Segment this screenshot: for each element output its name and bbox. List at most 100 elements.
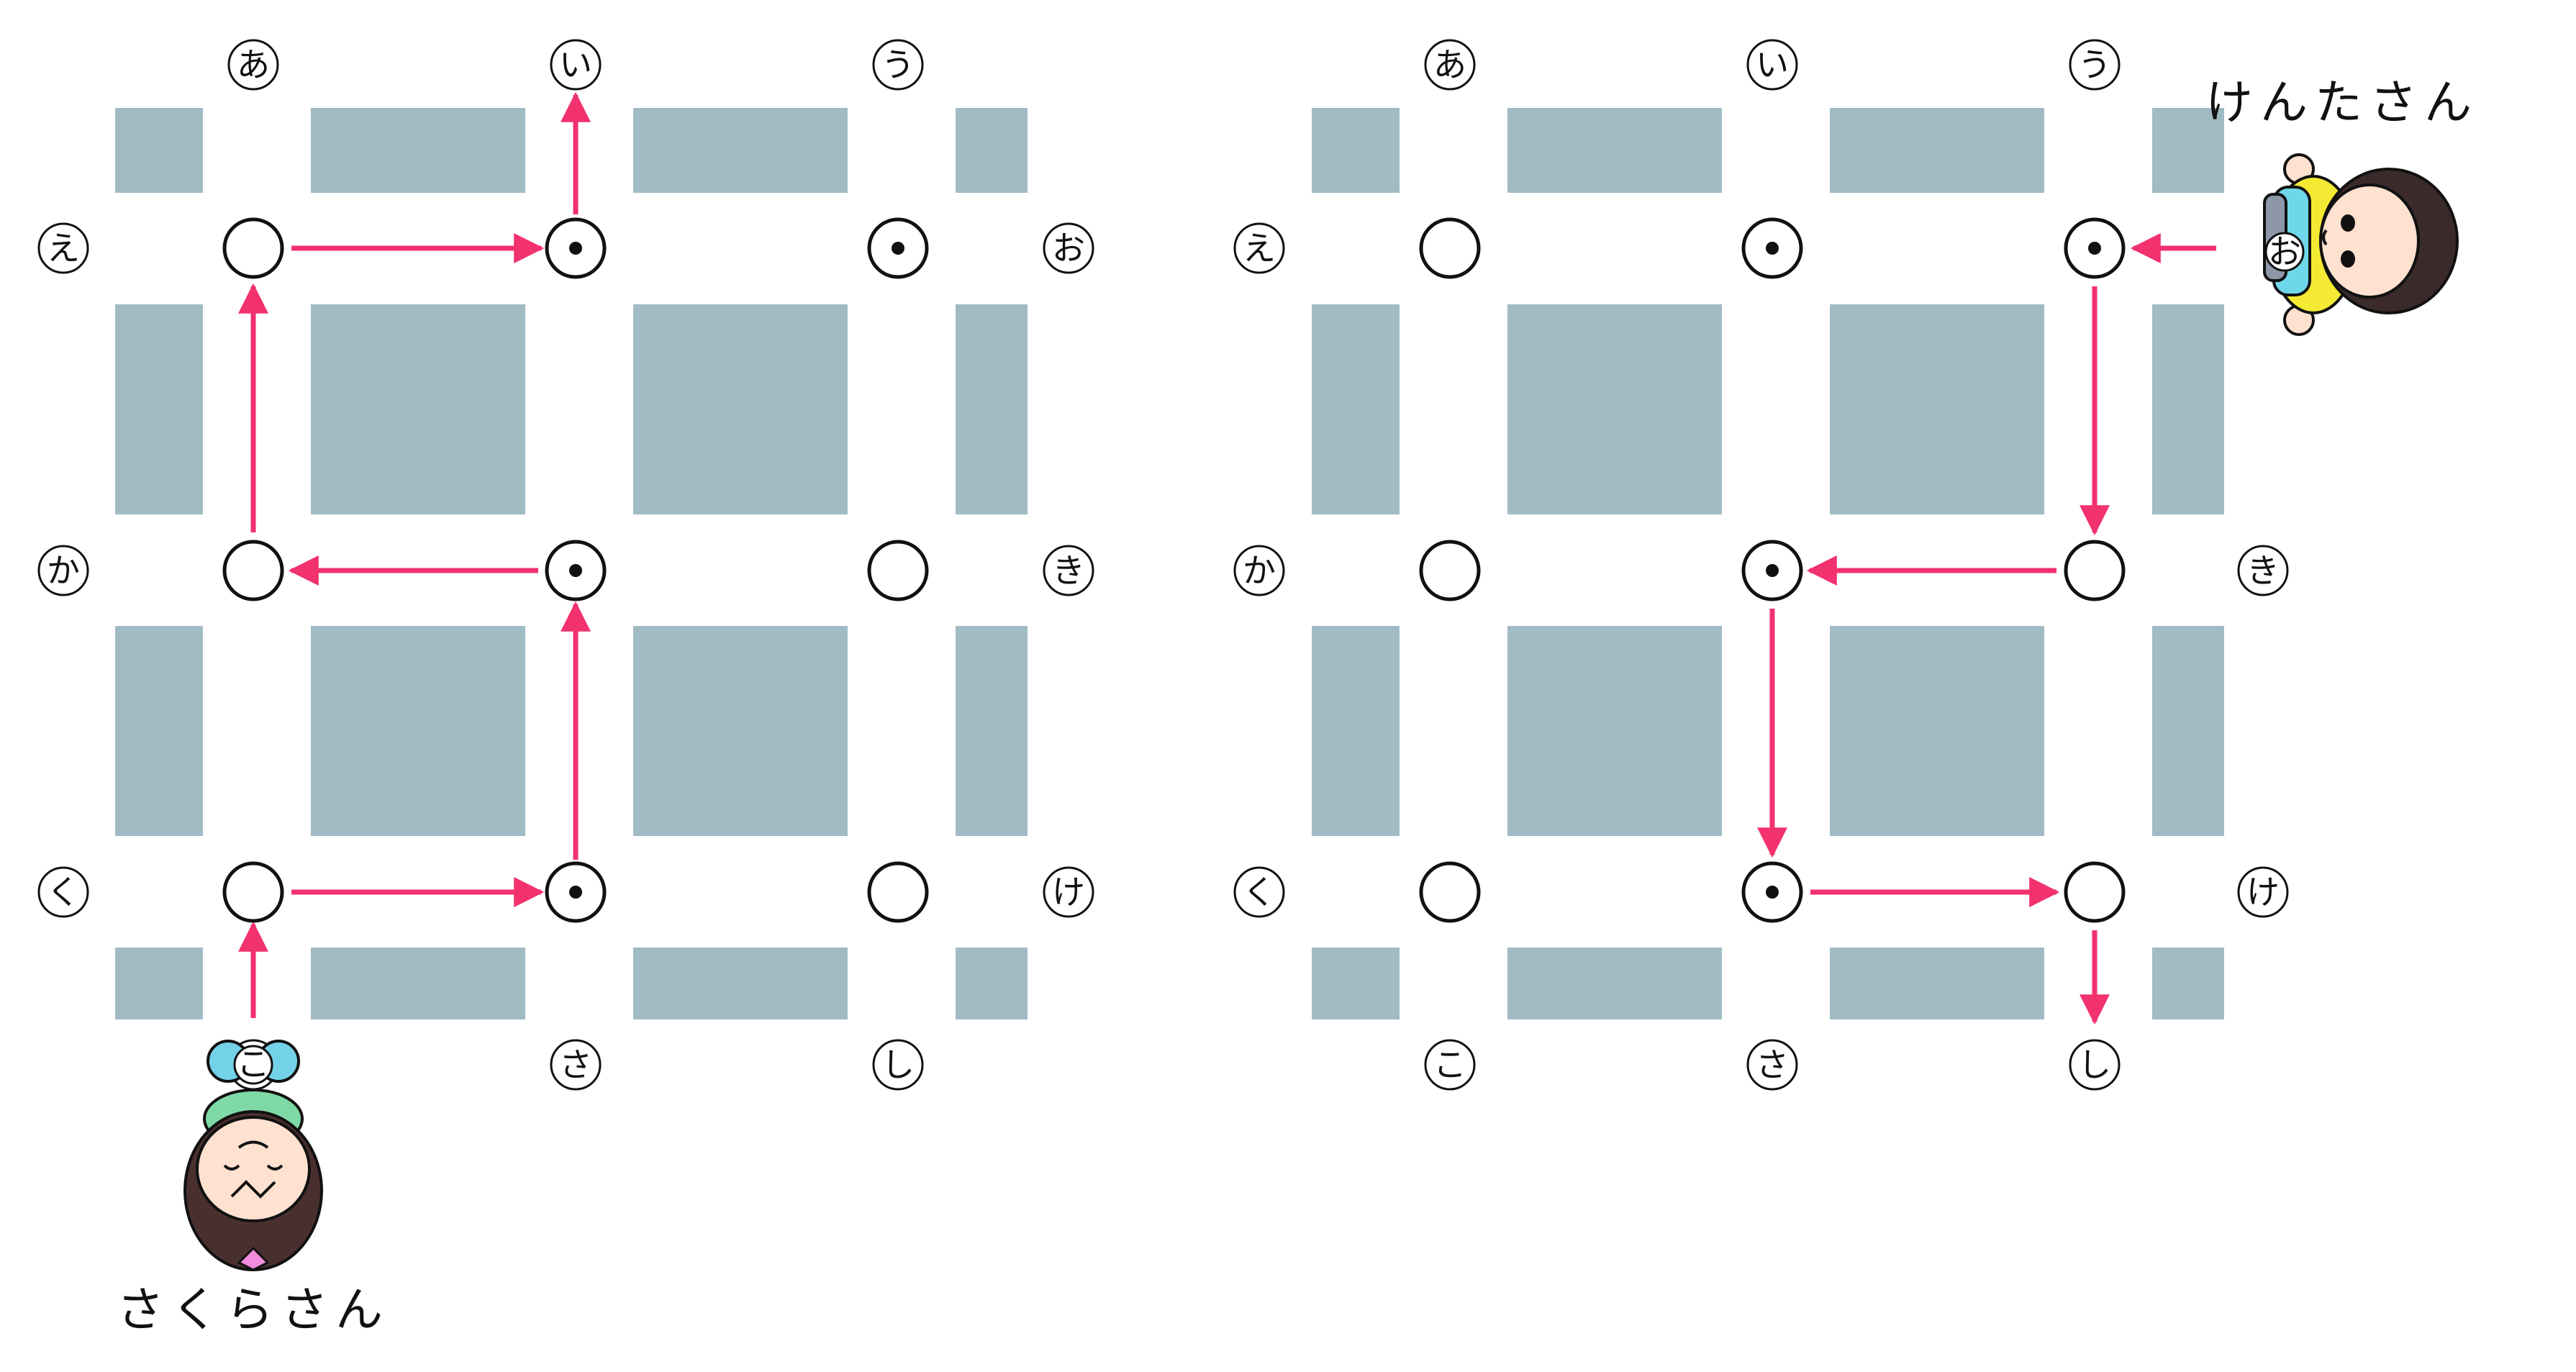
label-bottom-3: し <box>2069 1039 2121 1091</box>
map-right: あ い う え か く き け こ さ し お けんたさん <box>1233 39 2479 1091</box>
city-block <box>1830 108 2044 193</box>
city-block <box>633 108 848 193</box>
svg-text:い: い <box>1756 45 1789 84</box>
label-right-1: お <box>1043 222 1094 274</box>
city-block <box>2152 108 2224 193</box>
intersection-empty-marker <box>2064 861 2126 923</box>
city-block <box>115 108 203 193</box>
svg-text:さ: さ <box>559 1045 592 1084</box>
city-block <box>2152 948 2224 1019</box>
svg-text:こ: こ <box>1433 1045 1466 1084</box>
map-left: あ い う え か く お き け こ さ し <box>37 39 1094 1337</box>
city-block <box>311 304 525 514</box>
intersection-empty-marker <box>1419 861 1481 923</box>
label-right-3: け <box>2237 866 2289 918</box>
svg-text:さ: さ <box>1756 1045 1789 1084</box>
intersection-dot-marker <box>1741 861 1803 923</box>
label-bottom-2: さ <box>1746 1039 1798 1091</box>
label-left-3: く <box>37 866 89 918</box>
svg-text:あ: あ <box>237 45 270 84</box>
city-block <box>1507 948 1722 1019</box>
label-bottom-2: さ <box>550 1039 602 1091</box>
route-left <box>238 91 591 1018</box>
city-blocks-right <box>1312 108 2224 1019</box>
intersections-right <box>1419 217 2126 923</box>
svg-text:あ: あ <box>1433 45 1466 84</box>
label-top-2: い <box>550 39 602 91</box>
svg-text:か: か <box>47 551 80 590</box>
svg-text:お: お <box>1052 229 1085 268</box>
label-left-1: え <box>1233 222 1285 274</box>
city-block <box>633 948 848 1019</box>
svg-text:く: く <box>1243 873 1276 912</box>
intersections-left <box>222 217 929 923</box>
kenta-name-label: けんたさん <box>2205 75 2479 130</box>
city-block <box>1830 948 2044 1019</box>
svg-text:う: う <box>881 45 915 84</box>
svg-text:き: き <box>1052 551 1085 590</box>
intersection-dot-marker <box>545 540 607 601</box>
city-block <box>2152 626 2224 836</box>
svg-text:か: か <box>1243 551 1276 590</box>
city-block <box>956 626 1028 836</box>
intersection-dot-marker <box>1741 540 1803 601</box>
city-block <box>956 948 1028 1019</box>
intersection-empty-marker <box>1419 540 1481 601</box>
city-block <box>311 948 525 1019</box>
label-bottom-3: し <box>872 1039 924 1091</box>
intersection-dot-marker <box>1741 217 1803 279</box>
city-blocks-left <box>115 108 1028 1019</box>
label-left-2: か <box>1233 545 1285 596</box>
city-block <box>1830 626 2044 836</box>
city-block <box>956 108 1028 193</box>
boy-character-icon: お <box>2263 153 2459 336</box>
city-block <box>1830 304 2044 514</box>
label-top-1: あ <box>227 39 279 91</box>
intersection-empty-marker <box>222 861 284 923</box>
city-block <box>1507 108 1722 193</box>
city-block <box>1507 304 1722 514</box>
city-block <box>1312 304 1400 514</box>
svg-text:え: え <box>1243 229 1276 268</box>
label-left-3: く <box>1233 866 1285 918</box>
girl-character-icon: こ <box>183 1040 323 1271</box>
svg-text:け: け <box>2246 873 2280 912</box>
intersection-empty-marker <box>867 540 929 601</box>
labels-right: あ い う え か く き け こ さ し <box>1233 39 2289 1091</box>
label-right-2: き <box>1043 545 1094 596</box>
svg-text:し: し <box>881 1045 915 1084</box>
intersection-dot-marker <box>545 861 607 923</box>
svg-text:し: し <box>2078 1045 2111 1084</box>
label-bottom-1: こ <box>1424 1039 1476 1091</box>
city-block <box>1507 626 1722 836</box>
city-block <box>956 304 1028 514</box>
intersection-empty-marker <box>2064 540 2126 601</box>
city-block <box>311 626 525 836</box>
city-block <box>115 948 203 1019</box>
svg-text:い: い <box>559 45 592 84</box>
label-left-2: か <box>37 545 89 596</box>
route-right <box>1757 233 2216 1025</box>
label-top-1: あ <box>1424 39 1476 91</box>
city-block <box>633 304 848 514</box>
city-block <box>633 626 848 836</box>
city-block <box>115 304 203 514</box>
svg-text:こ: こ <box>237 1045 270 1083</box>
svg-text:お: お <box>2268 232 2301 271</box>
city-block <box>1312 948 1400 1019</box>
city-block <box>1312 108 1400 193</box>
sakura-name-label: さくらさん <box>117 1282 390 1337</box>
label-top-3: う <box>872 39 924 91</box>
label-top-2: い <box>1746 39 1798 91</box>
label-right-3: け <box>1043 866 1094 918</box>
label-left-1: え <box>37 222 89 274</box>
city-block <box>311 108 525 193</box>
intersection-empty-marker <box>222 540 284 601</box>
city-block <box>115 626 203 836</box>
svg-text:き: き <box>2246 551 2280 590</box>
svg-text:け: け <box>1052 873 1085 912</box>
intersection-dot-marker <box>545 217 607 279</box>
svg-text:う: う <box>2078 45 2111 84</box>
svg-text:え: え <box>47 229 80 268</box>
